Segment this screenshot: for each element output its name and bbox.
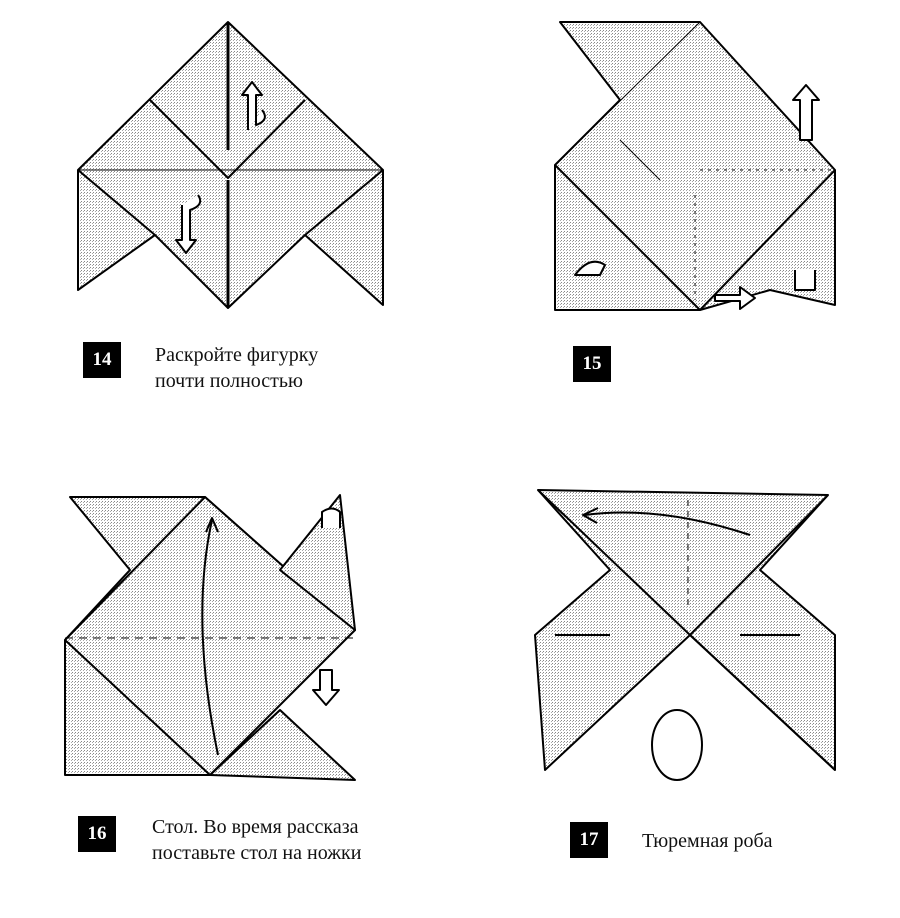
caption-line: Тюремная роба [642, 830, 773, 852]
diagram-17 [534, 489, 836, 781]
step-number-14: 14 [83, 342, 121, 378]
step-number-16: 16 [78, 816, 116, 852]
step-14-caption: Раскройте фигурку почти полностью [155, 342, 318, 394]
caption-line: поставьте стол на ножки [152, 842, 362, 864]
arrow-right-icon [714, 286, 756, 310]
arrow-down-icon [312, 669, 340, 706]
arrow-down-icon [175, 194, 202, 254]
step-16-caption: Стол. Во время рассказа поставьте стол н… [152, 814, 361, 866]
caption-line: Стол. Во время рассказа [152, 816, 359, 838]
diagram-15 [554, 21, 836, 311]
step-17-caption: Тюремная роба [642, 828, 773, 854]
step-number-15: 15 [573, 346, 611, 382]
step-number-17: 17 [570, 822, 608, 858]
arrow-up-icon [241, 81, 266, 130]
diagram-16 [64, 494, 356, 781]
caption-line: почти полностью [155, 370, 303, 392]
arrow-up-icon [792, 84, 820, 141]
caption-line: Раскройте фигурку [155, 344, 319, 366]
turn-over-icon [651, 709, 703, 781]
diagram-14 [77, 21, 384, 309]
